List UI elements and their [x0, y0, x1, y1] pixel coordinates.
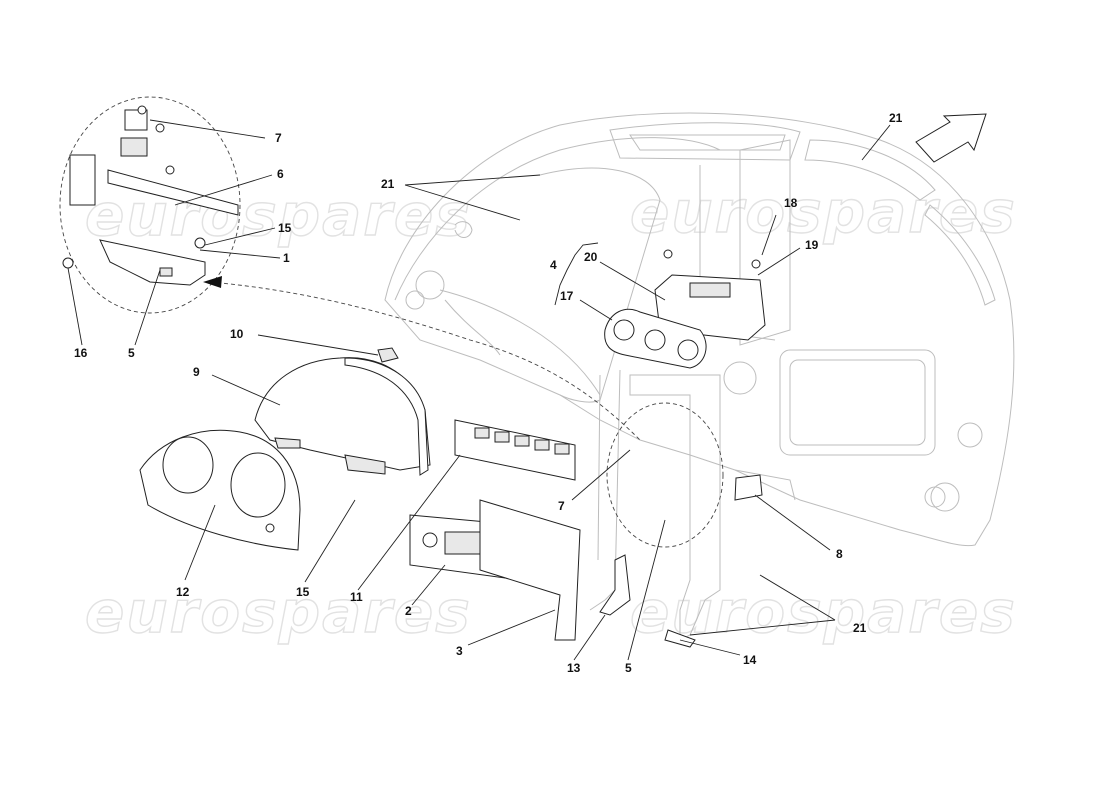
forward-direction-arrow-icon [915, 113, 987, 163]
callout-5-lower: 5 [625, 661, 632, 675]
switch-panel [454, 419, 576, 481]
watermark-bottom-left: eurospares [85, 578, 472, 646]
detail-parts-top-left [62, 105, 239, 286]
callout-15-lower: 15 [296, 585, 310, 599]
callout-8: 8 [836, 547, 843, 561]
cluster-clip-part [377, 347, 399, 363]
callout-16: 16 [74, 346, 88, 360]
callout-11: 11 [350, 590, 363, 604]
callout-7-lower: 7 [558, 499, 565, 513]
watermark-top-right: eurospares [630, 178, 1017, 246]
callout-18: 18 [784, 196, 798, 210]
callout-labels: 21 21 21 7 6 15 1 16 5 10 9 12 15 11 2 3… [74, 111, 903, 675]
detail-outline-center [606, 402, 724, 548]
cable-harness [554, 242, 599, 306]
detail-outline-top-left [59, 96, 241, 314]
callout-19: 19 [805, 238, 819, 252]
callout-17: 17 [560, 289, 574, 303]
callout-20: 20 [584, 250, 598, 264]
side-bracket [599, 474, 763, 648]
center-display-unit [604, 249, 766, 369]
callout-13: 13 [567, 661, 581, 675]
callout-9: 9 [193, 365, 200, 379]
callout-10: 10 [230, 327, 244, 341]
callout-3: 3 [456, 644, 463, 658]
callout-21-top-right: 21 [889, 111, 903, 125]
dashboard-shell [384, 112, 1015, 641]
watermark-layer: eurospares eurospares eurospares eurospa… [84, 177, 1017, 646]
leader-lines [67, 119, 891, 661]
callout-12: 12 [176, 585, 190, 599]
callout-1: 1 [283, 251, 290, 265]
detail-leader-arrow-path [209, 281, 641, 441]
callout-15-detail: 15 [278, 221, 292, 235]
instrument-cluster-hood [254, 347, 431, 476]
watermark-bottom-right: eurospares [630, 578, 1017, 646]
callout-21-top-left: 21 [381, 177, 395, 191]
callout-7-detail: 7 [275, 131, 282, 145]
direction-arrow-small [203, 276, 222, 288]
mounting-bracket [479, 499, 581, 641]
callout-6: 6 [277, 167, 284, 181]
callout-21-bottom-right: 21 [853, 621, 867, 635]
instrument-cluster-bezel [139, 429, 301, 551]
callout-14: 14 [743, 653, 757, 667]
callout-5-detail: 5 [128, 346, 135, 360]
callout-4: 4 [550, 258, 557, 272]
callout-2: 2 [405, 604, 412, 618]
